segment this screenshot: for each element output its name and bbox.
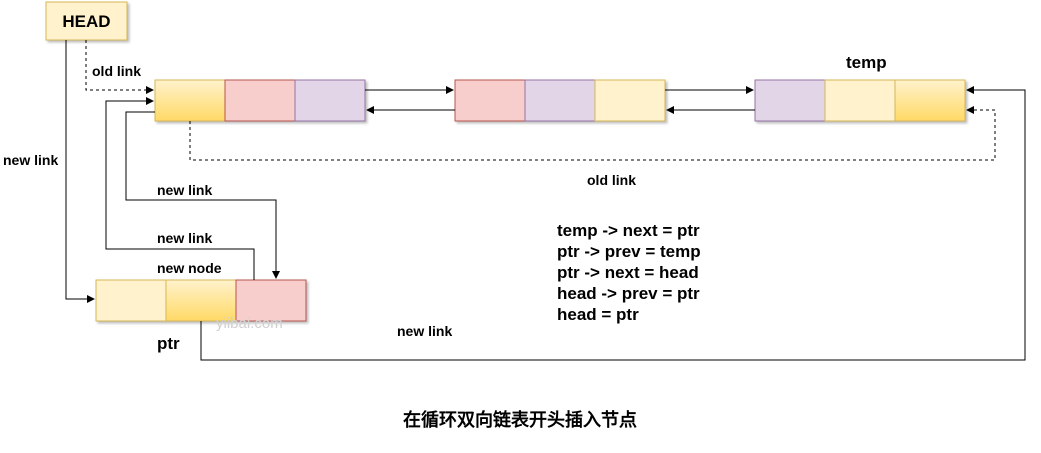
old-link-top-label: old link [92,63,141,79]
node2-prev-cell [454,79,526,122]
code-line: ptr -> next = head [557,263,699,282]
new-link-mid-lower-label: new link [157,230,212,246]
node2-data-cell [524,79,596,122]
temp-prev-cell [754,79,826,122]
temp-label: temp [846,53,887,72]
new-node-label: new node [157,260,222,276]
temp-data-cell [824,79,896,122]
new-link-ptr-to-temp-arrow [200,86,1026,361]
head-label: HEAD [62,12,110,31]
list-node-1 [154,79,366,122]
ptr-next-cell [235,279,307,322]
node1-next-cell [294,79,366,122]
code-line: temp -> next = ptr [557,221,700,240]
list-node-2 [454,79,666,122]
new-node-ptr [95,279,307,322]
code-line: ptr -> prev = temp [557,242,701,261]
node2-next-cell [594,79,666,122]
ptr-label: ptr [157,334,180,353]
ptr-prev-cell [95,279,167,322]
code-line: head -> prev = ptr [557,284,700,303]
diagram-caption: 在循环双向链表开头插入节点 [403,409,637,431]
code-line: head = ptr [557,305,639,324]
new-link-node1-to-ptr-arrow [125,111,280,279]
old-link-bottom-label: old link [587,172,636,188]
new-link-bottom-label: new link [397,323,452,339]
node1-prev-cell [154,79,226,122]
list-links [365,86,755,114]
watermark-text: yiibai.com [216,315,283,332]
code-block: temp -> next = ptr ptr -> prev = temp pt… [557,221,701,324]
head-node: HEAD [45,1,128,41]
ptr-data-cell [165,279,237,322]
new-link-left-label: new link [3,152,58,168]
old-link-circular-arrow [189,106,996,161]
new-link-ptr-to-node1-arrow [105,97,255,280]
new-link-mid-upper-label: new link [157,182,212,198]
node1-data-cell [224,79,296,122]
new-link-head-to-ptr-arrow [65,40,95,303]
list-node-temp [754,79,966,122]
old-link-head-arrow [85,40,154,94]
temp-next-cell [894,79,966,122]
